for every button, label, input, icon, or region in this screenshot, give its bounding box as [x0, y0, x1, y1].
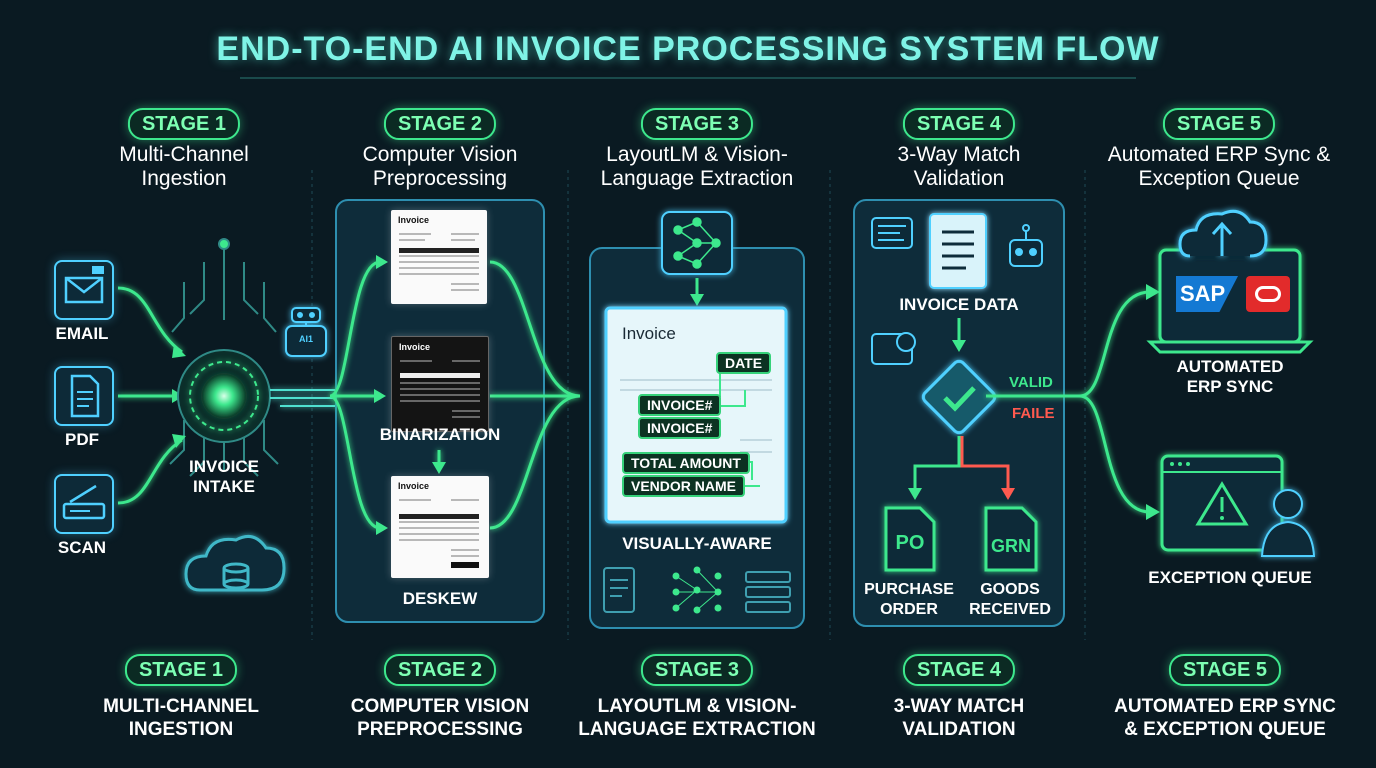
- binarized-invoice-lines: [400, 360, 480, 418]
- stage1-title-top: Multi-Channel Ingestion: [119, 143, 249, 190]
- deskew-label: DESKEW: [402, 589, 478, 608]
- neural-network-icon: [673, 217, 721, 269]
- deskewed-invoice-lines: [399, 499, 479, 568]
- stage5-title-bottom: AUTOMATED ERP SYNC & EXCEPTION QUEUE: [1114, 696, 1336, 740]
- envelope-icon: [64, 266, 104, 304]
- intake-orb: [202, 374, 246, 418]
- stage2-arrowheads: [374, 255, 446, 535]
- field-vendor-name: VENDOR NAME: [622, 475, 746, 497]
- stage1-title-bottom: MULTI-CHANNEL INGESTION: [103, 696, 259, 740]
- scan-channel-box: [54, 474, 114, 534]
- stage2-pill-top: STAGE 2: [383, 108, 497, 140]
- grn-badge: GRN: [991, 536, 1031, 556]
- stage4-pill-top: STAGE 4: [902, 108, 1016, 140]
- pdf-label: PDF: [65, 430, 99, 449]
- pdf-channel-box: [54, 366, 114, 426]
- stage5-title-top: Automated ERP Sync & Exception Queue: [1107, 143, 1331, 190]
- raw-invoice-lines: [399, 233, 479, 291]
- exception-queue-label: EXCEPTION QUEUE: [1148, 568, 1312, 587]
- valid-label: VALID: [1009, 374, 1053, 391]
- purchase-order-label: PURCHASE ORDER: [864, 581, 954, 618]
- stage-separators: [311, 170, 1086, 640]
- user-icon: [1260, 489, 1316, 557]
- binarization-label: BINARIZATION: [379, 425, 501, 444]
- stage2-arrows: [329, 260, 581, 530]
- po-document-icon: [884, 506, 936, 572]
- robot-badge: AI1: [298, 334, 313, 344]
- email-label: EMAIL: [55, 324, 109, 343]
- stage3-pill-top: STAGE 3: [640, 108, 754, 140]
- scanner-icon: [62, 484, 106, 520]
- field-date: DATE: [716, 352, 772, 374]
- stage2-pill-bottom: STAGE 2: [383, 654, 497, 686]
- oracle-logo: [1246, 276, 1290, 312]
- fail-label: FAILE: [1012, 405, 1055, 422]
- visually-aware-label: VISUALLY-AWARE: [622, 534, 772, 553]
- deskewed-invoice-title: Invoice: [398, 481, 430, 491]
- field-invoice-number-2: INVOICE#: [638, 417, 722, 439]
- automated-erp-sync-label: AUTOMATED ERP SYNC: [1176, 357, 1284, 396]
- extraction-doc-title: Invoice: [622, 324, 676, 343]
- validation-diamond: [921, 359, 997, 435]
- laptop-icon: [1146, 248, 1314, 354]
- stage3-pill-bottom: STAGE 3: [640, 654, 754, 686]
- valid-fail-branches: [986, 290, 1151, 514]
- stage5-pill-bottom: STAGE 5: [1168, 654, 1282, 686]
- warning-icon: [1195, 481, 1249, 526]
- stage2-title-top: Computer Vision Preprocessing: [362, 143, 518, 190]
- stage5-pill-top: STAGE 5: [1162, 108, 1276, 140]
- binarized-invoice-title: Invoice: [399, 342, 431, 352]
- stage1-pill-top: STAGE 1: [127, 108, 241, 140]
- robot-icon: [285, 307, 327, 357]
- scan-label: SCAN: [57, 538, 107, 557]
- checkmark-icon: [943, 386, 976, 412]
- cloud-upload-icon: [1178, 209, 1268, 258]
- circuit-decor: [169, 238, 279, 477]
- po-badge: PO: [895, 532, 925, 554]
- stage2-title-bottom: COMPUTER VISION PREPROCESSING: [350, 696, 530, 740]
- raw-invoice-doc: Invoice: [391, 210, 487, 304]
- stage3-title-top: LayoutLM & Vision-Language Extraction: [600, 143, 794, 190]
- grn-document-icon: [984, 506, 1038, 572]
- stage3-title-bottom: LAYOUTLM & VISION-LANGUAGE EXTRACTION: [578, 696, 816, 740]
- email-channel-box: [54, 260, 114, 320]
- input-arrows: [117, 286, 183, 505]
- invoice-data-label: INVOICE DATA: [899, 295, 1019, 314]
- stage4-title-top: 3-Way Match Validation: [897, 143, 1021, 190]
- stage3-bottom-icons: [603, 567, 791, 613]
- field-invoice-number-1: INVOICE#: [638, 394, 722, 416]
- page-title: END-TO-END AI INVOICE PROCESSING SYSTEM …: [216, 30, 1160, 68]
- stage4-pill-bottom: STAGE 4: [902, 654, 1016, 686]
- invoice-intake-label: INVOICE INTAKE: [189, 457, 259, 496]
- invoice-data-doc-lines: [942, 230, 974, 270]
- binarized-invoice-doc: Invoice: [391, 336, 489, 432]
- field-total-amount: TOTAL AMOUNT: [622, 452, 750, 474]
- raw-invoice-title: Invoice: [398, 215, 430, 225]
- neural-mesh-icon: [672, 566, 722, 614]
- goods-received-label: GOODS RECEIVED: [969, 581, 1051, 618]
- cloud-database-icon: [184, 534, 286, 592]
- stage4-title-bottom: 3-WAY MATCH VALIDATION: [893, 696, 1025, 740]
- deskewed-invoice-doc: Invoice: [391, 476, 489, 578]
- stage1-pill-bottom: STAGE 1: [124, 654, 238, 686]
- document-icon: [70, 374, 100, 418]
